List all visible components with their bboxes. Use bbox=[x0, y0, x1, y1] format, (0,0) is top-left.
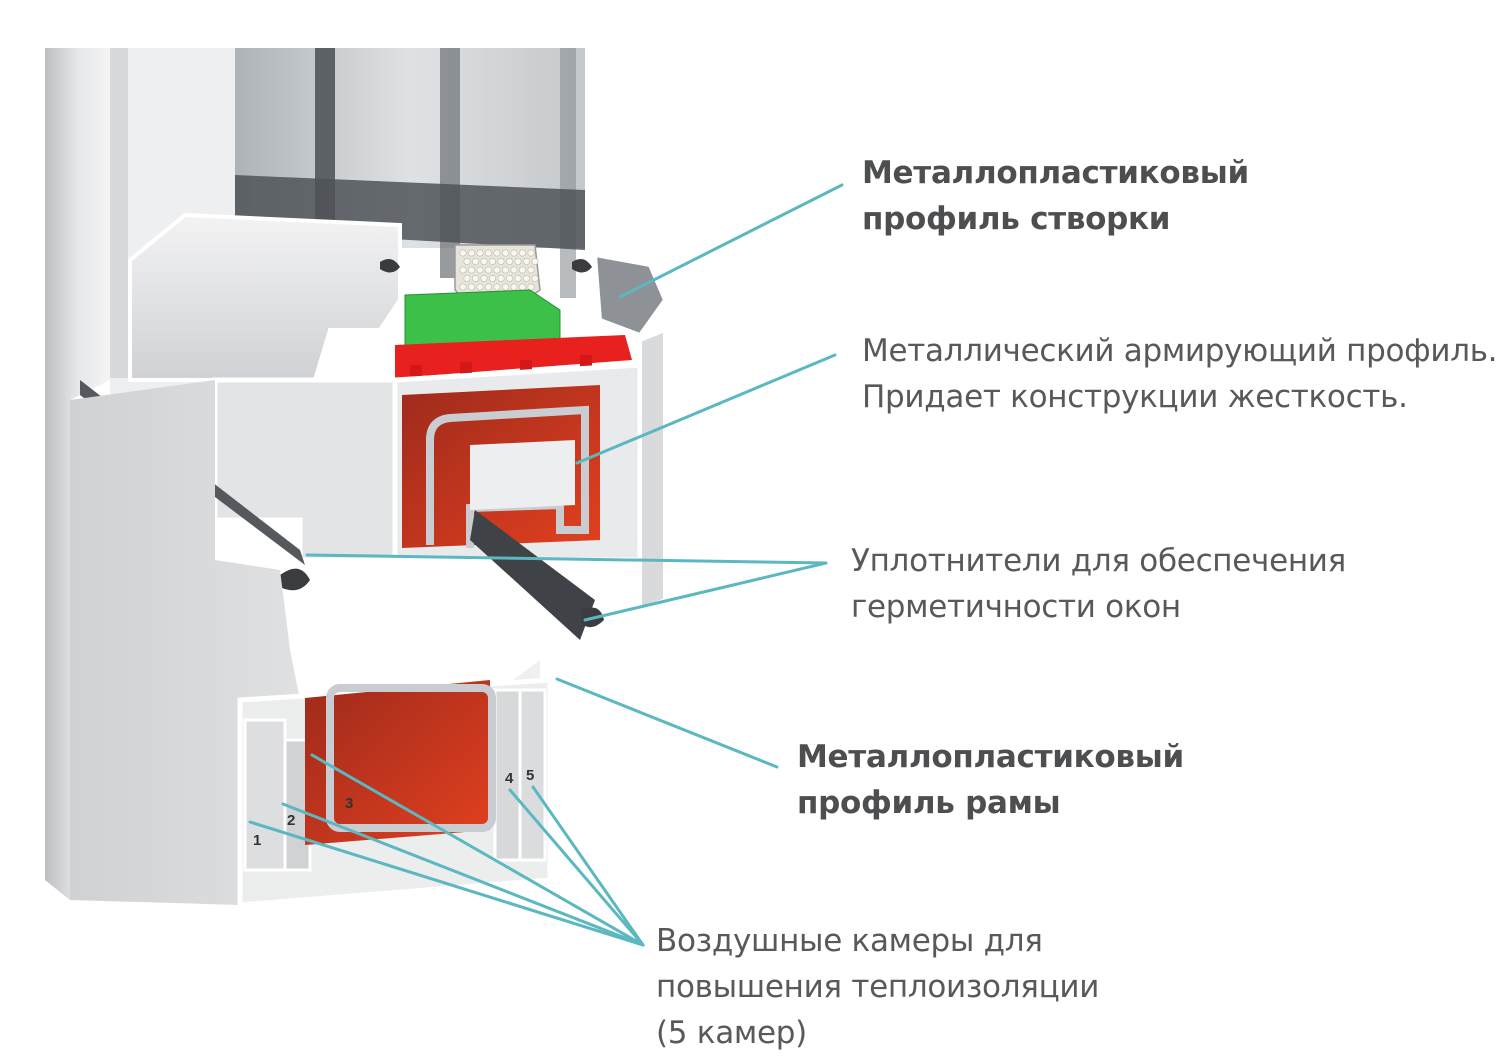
desiccant-bead bbox=[510, 266, 518, 274]
leader-chamber-3 bbox=[310, 753, 645, 947]
desiccant-bead bbox=[501, 249, 509, 257]
desiccant-bead bbox=[476, 266, 484, 274]
callout-line: Металлический армирующий профиль. bbox=[862, 333, 1498, 369]
callout-sash-profile: Металлопластиковый профиль створки bbox=[862, 150, 1249, 242]
leader-chamber-1 bbox=[248, 820, 645, 947]
desiccant-bead bbox=[467, 283, 475, 291]
leader-sash-profile bbox=[618, 183, 844, 299]
desiccant-bead bbox=[510, 283, 518, 291]
desiccant-bead bbox=[493, 283, 501, 291]
callout-line: профиль рамы bbox=[797, 785, 1061, 821]
callout-reinforcing-profile: Металлический армирующий профиль. Придае… bbox=[862, 328, 1498, 420]
desiccant-bead bbox=[505, 257, 513, 265]
desiccant-bead bbox=[463, 257, 471, 265]
desiccant-bead bbox=[480, 257, 488, 265]
desiccant-bead bbox=[493, 266, 501, 274]
leader-lines bbox=[248, 183, 844, 947]
callout-line: профиль створки bbox=[862, 201, 1171, 237]
desiccant-bead bbox=[527, 266, 535, 274]
callout-line: (5 камер) bbox=[656, 1015, 807, 1051]
desiccant-bead bbox=[505, 274, 513, 282]
desiccant-bead bbox=[497, 274, 505, 282]
callout-line: повышения теплоизоляции bbox=[656, 969, 1100, 1005]
callout-line: Металлопластиковый bbox=[797, 739, 1184, 775]
chamber-number-4: 4 bbox=[505, 770, 514, 787]
desiccant-bead bbox=[467, 249, 475, 257]
desiccant-bead bbox=[463, 274, 471, 282]
chamber-number-5: 5 bbox=[526, 767, 535, 784]
desiccant-bead bbox=[522, 257, 530, 265]
callout-line: герметичности окон bbox=[851, 589, 1181, 625]
leader-chamber-2 bbox=[281, 802, 645, 947]
desiccant-bead bbox=[476, 283, 484, 291]
callout-frame-profile: Металлопластиковый профиль рамы bbox=[797, 734, 1184, 826]
callout-air-chambers: Воздушные камеры для повышения теплоизол… bbox=[656, 918, 1099, 1056]
leader-chamber-4 bbox=[508, 788, 645, 947]
desiccant-bead bbox=[522, 274, 530, 282]
callout-line: Металлопластиковый bbox=[862, 155, 1249, 191]
desiccant-bead bbox=[518, 249, 526, 257]
sash-steel-reinforcement bbox=[402, 385, 600, 548]
desiccant-bead bbox=[501, 266, 509, 274]
desiccant-bead bbox=[531, 257, 539, 265]
desiccant-bead bbox=[493, 249, 501, 257]
desiccant-bead bbox=[488, 257, 496, 265]
desiccant-bead bbox=[476, 249, 484, 257]
desiccant-bead bbox=[501, 283, 509, 291]
desiccant-bead bbox=[527, 249, 535, 257]
chamber-number-2: 2 bbox=[287, 812, 296, 829]
callout-line: Придает конструкции жесткость. bbox=[862, 379, 1408, 415]
desiccant-bead bbox=[459, 266, 467, 274]
desiccant-bead bbox=[459, 249, 467, 257]
desiccant-bead bbox=[531, 274, 539, 282]
desiccant-bead bbox=[514, 257, 522, 265]
sash-profile bbox=[128, 212, 668, 382]
chamber-number-3: 3 bbox=[345, 795, 354, 812]
leader-seal-2 bbox=[583, 561, 828, 622]
callout-seals: Уплотнители для обеспечения герметичност… bbox=[851, 538, 1346, 630]
desiccant-bead bbox=[467, 266, 475, 274]
callout-line: Уплотнители для обеспечения bbox=[851, 543, 1346, 579]
leader-seal-1 bbox=[305, 553, 828, 565]
desiccant-bead bbox=[484, 283, 492, 291]
leader-reinforcing-profile bbox=[575, 353, 837, 465]
desiccant-bead bbox=[518, 283, 526, 291]
desiccant-bead bbox=[518, 266, 526, 274]
desiccant-bead bbox=[527, 283, 535, 291]
desiccant-bead bbox=[510, 249, 518, 257]
desiccant-bead bbox=[459, 283, 467, 291]
frame-steel-reinforcement bbox=[305, 680, 496, 845]
desiccant-bead bbox=[497, 257, 505, 265]
desiccant-bead bbox=[480, 274, 488, 282]
leader-frame-profile bbox=[555, 677, 779, 769]
desiccant-bead bbox=[514, 274, 522, 282]
callout-line: Воздушные камеры для bbox=[656, 923, 1043, 959]
leader-chamber-5 bbox=[531, 785, 645, 947]
glazing-block bbox=[404, 289, 561, 353]
desiccant-bead bbox=[484, 266, 492, 274]
desiccant-bead bbox=[471, 274, 479, 282]
chamber-number-1: 1 bbox=[253, 832, 262, 849]
desiccant-bead bbox=[488, 274, 496, 282]
desiccant-bead bbox=[484, 249, 492, 257]
desiccant-bead bbox=[471, 257, 479, 265]
